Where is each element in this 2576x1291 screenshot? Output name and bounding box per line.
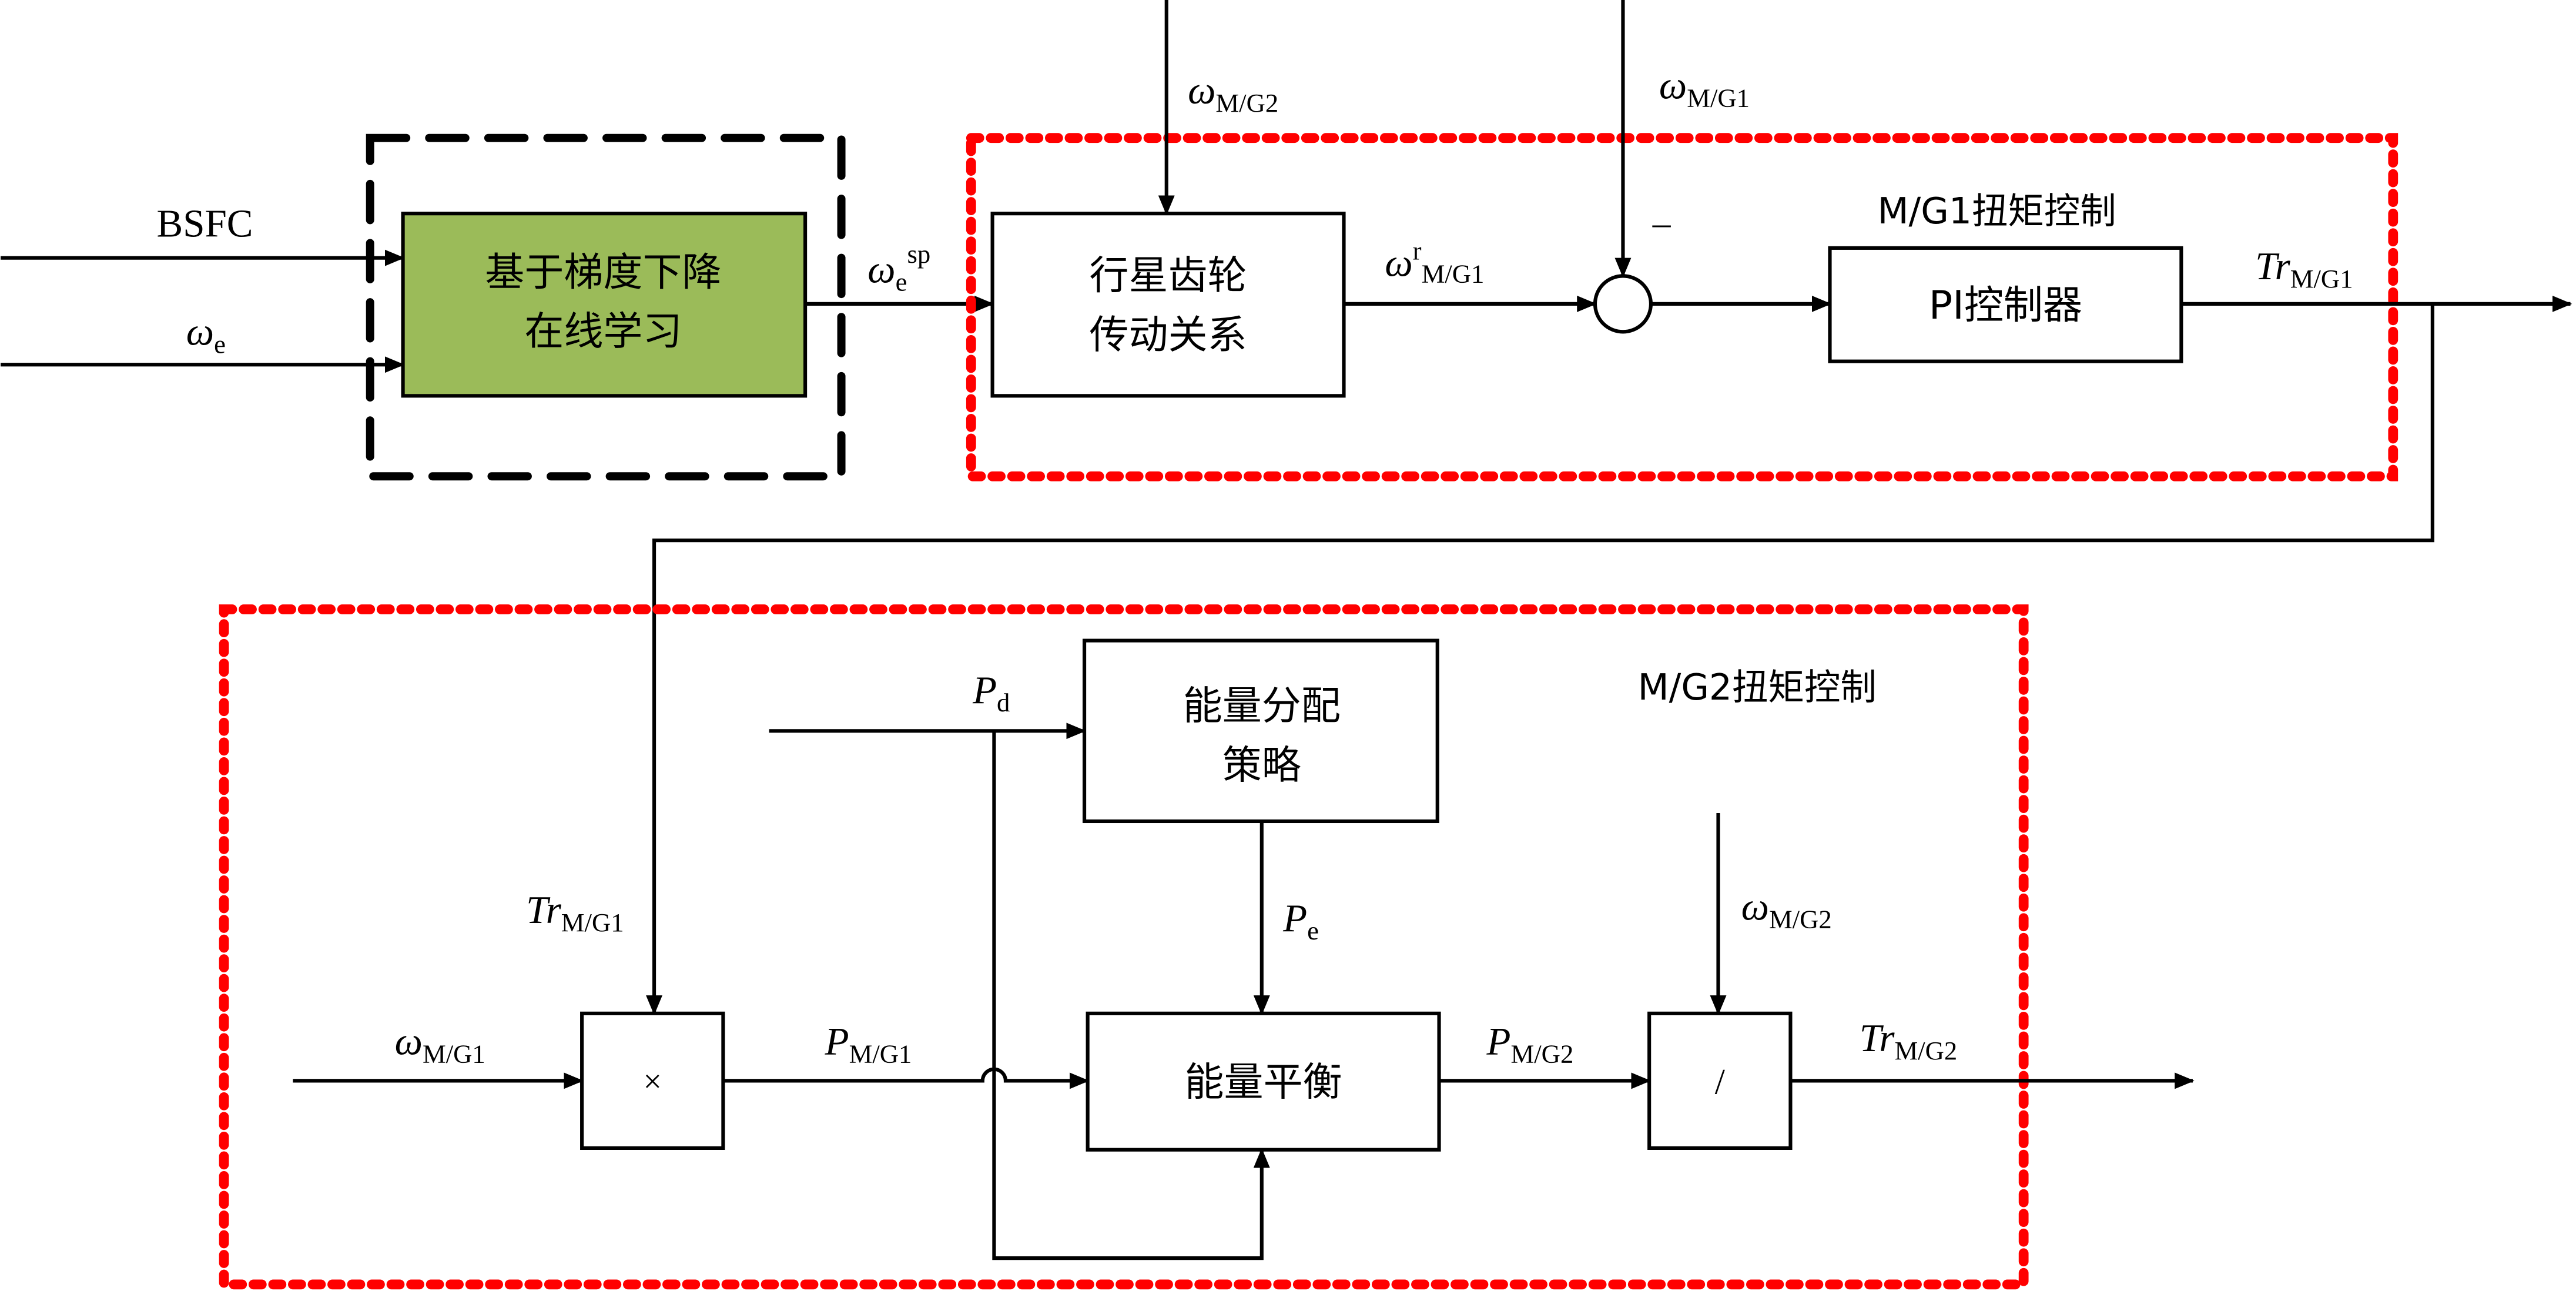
learning-region-border <box>366 133 846 481</box>
omega-e-label: ωe <box>186 310 226 359</box>
sum-junction <box>1593 274 1653 334</box>
bsfc-label: BSFC <box>157 201 253 245</box>
tr-mg2-output-label: TrM/G2 <box>1860 1016 1957 1065</box>
p-d-branch-path <box>992 731 1270 1260</box>
energy-allocation-line2: 策略 <box>1222 742 1301 788</box>
gradient-learning-line2: 在线学习 <box>524 309 682 354</box>
omega-mg2-input-label: ωM/G2 <box>1741 885 1832 934</box>
tr-mg1-input-label: TrM/G1 <box>526 888 624 937</box>
omega-r-mg1-label: ωrM/G1 <box>1385 236 1484 288</box>
planetary-gear-line2: 传动关系 <box>1089 312 1247 357</box>
divide-block <box>1647 1011 1793 1150</box>
mg1-torque-region-border <box>966 133 2399 481</box>
gradient-learning-line1: 基于梯度下降 <box>485 249 721 295</box>
omega-mg1-top-label: ωM/G1 <box>1659 63 1750 113</box>
multiply-label: × <box>644 1063 662 1100</box>
p-mg1-label: PM/G1 <box>825 1019 912 1069</box>
mg2-region-title: M/G2扭矩控制 <box>1638 667 1877 708</box>
tr-mg1-feedback-path <box>646 303 2434 1015</box>
pi-controller-label: PI控制器 <box>1929 282 2082 328</box>
energy-balance-block <box>1086 1011 1441 1152</box>
mg1-region-title: M/G1扭矩控制 <box>1878 190 2116 232</box>
omega-mg2-top-label: ωM/G2 <box>1188 68 1278 118</box>
divide-label: / <box>1715 1062 1726 1102</box>
p-d-label: Pd <box>972 668 1010 717</box>
omega-mg1-input-label: ωM/G1 <box>395 1019 485 1069</box>
p-mg1-line <box>723 1067 1090 1089</box>
pi-controller-block <box>1828 246 2183 363</box>
tr-mg1-output-label: TrM/G1 <box>2255 244 2353 293</box>
energy-allocation-block <box>1082 638 1439 824</box>
mg2-torque-region-border <box>219 604 2029 1290</box>
omega-e-sp-label: ωesp <box>867 239 930 296</box>
p-e-label: Pe <box>1282 896 1319 945</box>
minus-sign: – <box>1652 203 1671 243</box>
planetary-gear-block <box>990 212 1346 398</box>
planetary-gear-line1: 行星齿轮 <box>1089 253 1247 299</box>
p-mg2-label: PM/G2 <box>1486 1019 1574 1069</box>
energy-allocation-line1: 能量分配 <box>1183 683 1341 729</box>
gradient-learning-block <box>401 212 808 398</box>
multiply-block <box>580 1011 725 1150</box>
energy-balance-label: 能量平衡 <box>1184 1059 1342 1105</box>
